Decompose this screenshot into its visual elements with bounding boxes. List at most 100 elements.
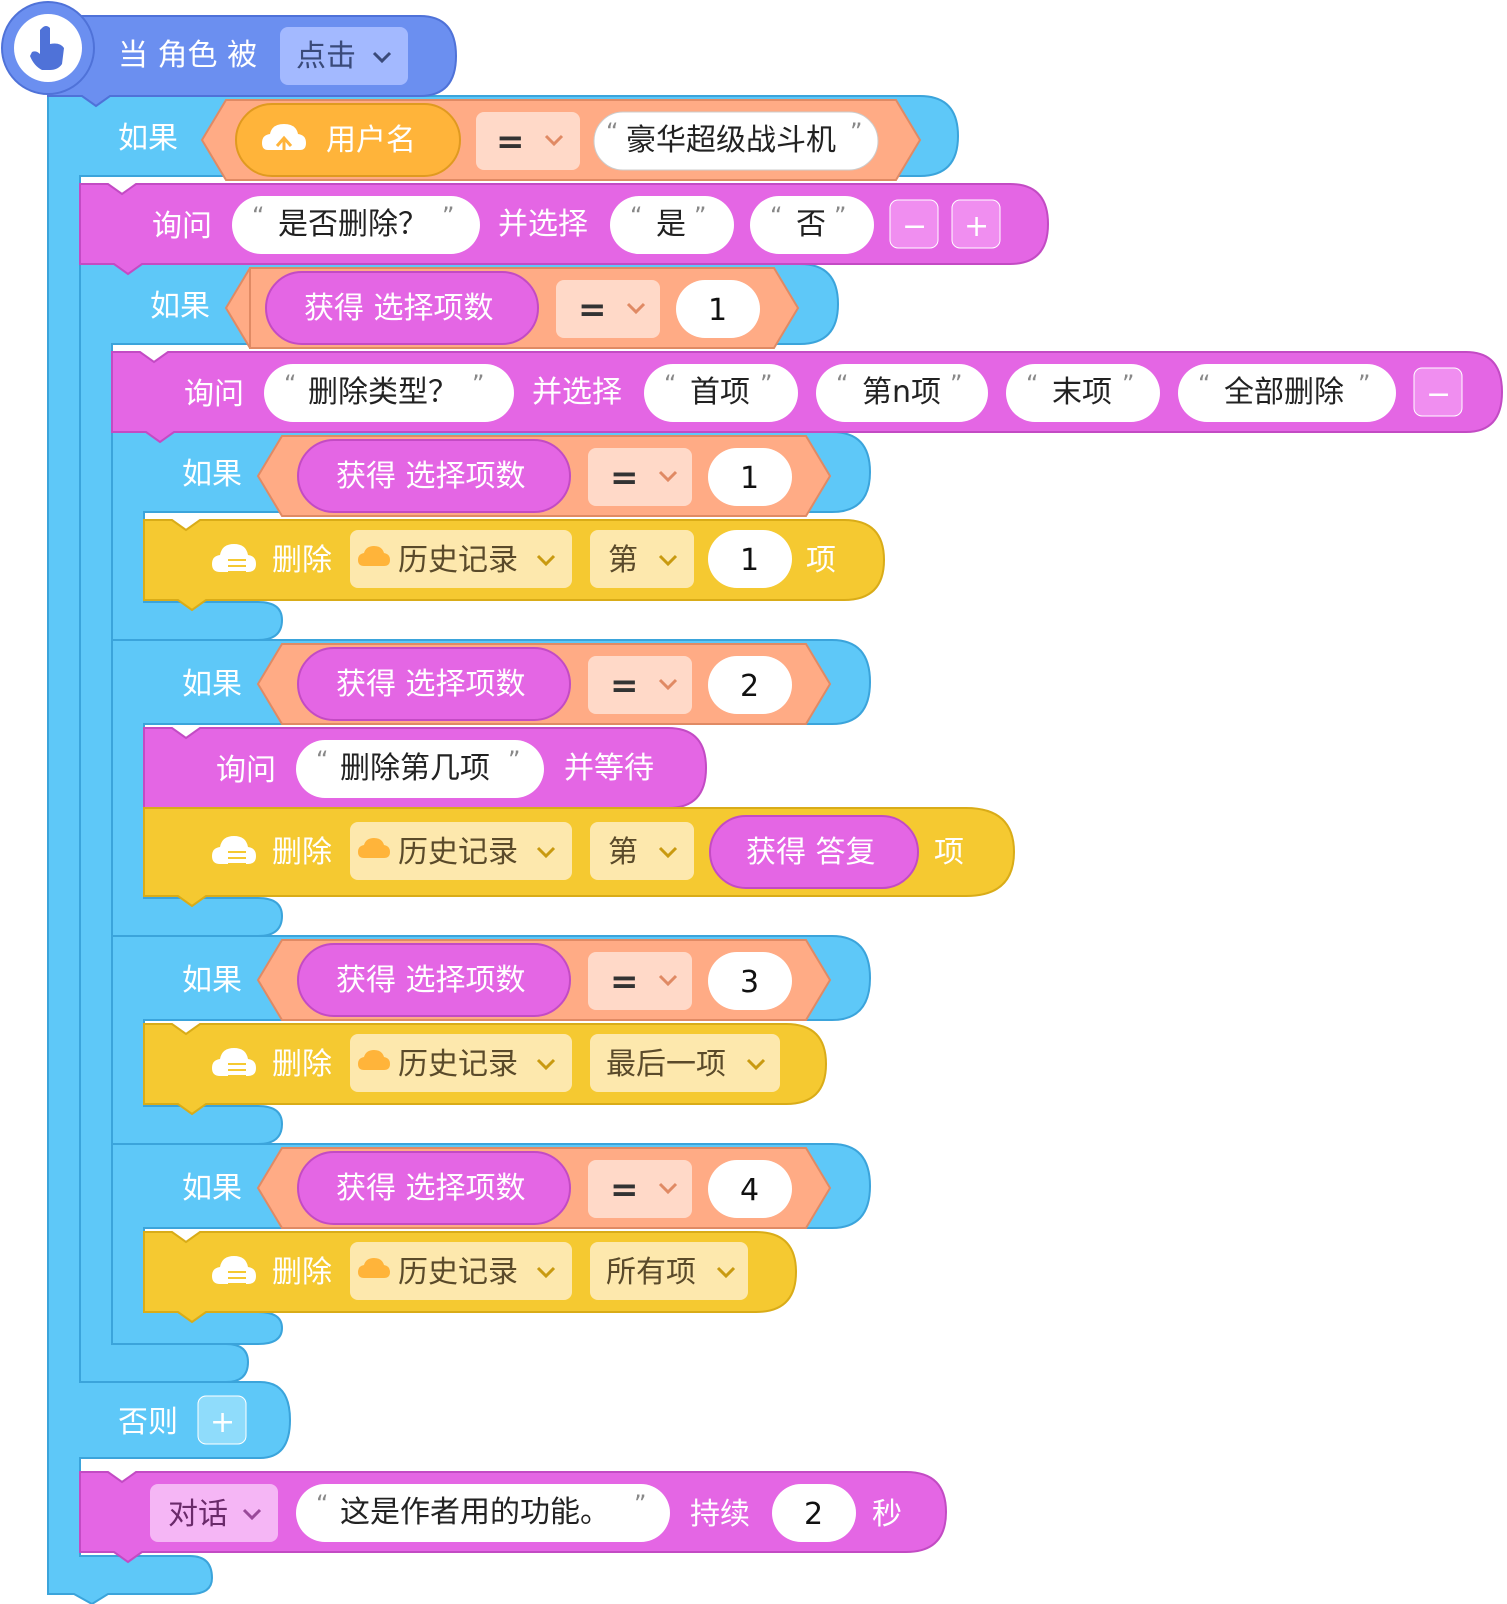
ask1-remove-option-button[interactable] (889, 199, 939, 249)
del1-list-dropdown[interactable] (350, 530, 572, 588)
chevron-down-icon (536, 846, 556, 859)
svg-text:+: + (964, 209, 989, 244)
if1-value: 豪华超级战斗机 (626, 123, 836, 158)
if1-variable-label: 用户名 (326, 123, 416, 158)
event-trigger-dropdown[interactable] (280, 27, 408, 85)
say-text-input[interactable] (296, 1484, 670, 1542)
ask3-question-input[interactable] (296, 740, 544, 798)
ask1-question-input[interactable] (232, 196, 480, 254)
username-variable[interactable] (235, 103, 461, 177)
chevron-down-icon (658, 974, 678, 987)
svg-text:”: ” (1358, 370, 1370, 398)
hand-pointer-icon-glyph (30, 26, 64, 70)
svg-text:1: 1 (740, 543, 759, 578)
if4-value-input[interactable] (708, 656, 792, 714)
del4-mode-dropdown[interactable] (590, 1242, 748, 1300)
else-label: 否则 (118, 1405, 178, 1440)
if5-reporter[interactable] (297, 943, 571, 1017)
ask2-question: 删除类型？ (308, 375, 458, 410)
svg-text:3: 3 (740, 965, 759, 1000)
svg-text:“: “ (664, 370, 676, 398)
del3-list-dropdown[interactable] (350, 1034, 572, 1092)
svg-text:历史记录: 历史记录 (398, 835, 518, 870)
if2-value: 1 (708, 293, 727, 328)
ask1-option-1-input[interactable] (610, 196, 734, 254)
if1-operator-dropdown[interactable] (476, 112, 580, 170)
ask2-option-1: 首项 (690, 375, 750, 410)
ask2-option-4: 全部删除 (1224, 375, 1344, 410)
if3-operator-dropdown[interactable] (588, 448, 692, 506)
ask1-add-option-button[interactable] (951, 199, 1001, 249)
ask1-label: 询问 (152, 209, 212, 244)
svg-text:−: − (902, 209, 927, 244)
chevron-down-icon (536, 1058, 556, 1071)
if3-reporter[interactable] (297, 439, 571, 513)
svg-text:2: 2 (804, 1497, 823, 1532)
chevron-down-icon (658, 554, 678, 567)
svg-text:项: 项 (806, 543, 836, 578)
if6-operator-dropdown[interactable] (588, 1160, 692, 1218)
ask1-option-2-input[interactable] (750, 196, 874, 254)
ask2-option-3-input[interactable] (1006, 364, 1160, 422)
chevron-down-icon (658, 470, 678, 483)
if4-operator-dropdown[interactable] (588, 656, 692, 714)
event-trigger-value: 点击 (296, 39, 356, 74)
ask2-option-2-input[interactable] (816, 364, 988, 422)
if5-value-input[interactable] (708, 952, 792, 1010)
del2-answer-reporter[interactable] (709, 815, 919, 889)
say-seconds-input[interactable] (772, 1484, 856, 1542)
svg-text:2: 2 (740, 669, 759, 704)
del2-list-dropdown[interactable] (350, 822, 572, 880)
chevron-down-icon (746, 1058, 766, 1071)
ask3-question: 删除第几项 (340, 751, 490, 786)
del4-list-dropdown[interactable] (350, 1242, 572, 1300)
ask2-option-3: 末项 (1052, 375, 1112, 410)
if2-reporter[interactable] (265, 271, 539, 345)
cloud-variable-icon (358, 1258, 390, 1278)
svg-text:获得 选择项数: 获得 选择项数 (336, 459, 526, 494)
svg-text:=: = (610, 458, 639, 498)
if6-value-input[interactable] (708, 1160, 792, 1218)
svg-text:”: ” (834, 202, 846, 230)
if1-value-input[interactable] (593, 111, 879, 171)
cloud-variable-icon (358, 1050, 390, 1070)
ask1-middle-label: 并选择 (498, 207, 588, 242)
ask1-option-1: 是 (656, 207, 686, 242)
if2-value-input[interactable] (676, 280, 760, 338)
ask2-option-1-input[interactable] (644, 364, 798, 422)
if2-reporter-label: 获得 选择项数 (304, 291, 494, 326)
outer-if-block[interactable] (47, 95, 960, 1604)
cloud-variable-icon (358, 838, 390, 858)
if2-block[interactable] (79, 263, 840, 1383)
del3-mode-dropdown[interactable] (590, 1034, 780, 1092)
svg-text:持续: 持续 (690, 1497, 750, 1532)
if3-value-input[interactable] (708, 448, 792, 506)
del1-mode-dropdown[interactable] (590, 530, 694, 588)
ask2-remove-option-button[interactable] (1413, 367, 1463, 417)
if5-label: 如果 (182, 963, 242, 998)
ask2-question-input[interactable] (264, 364, 514, 422)
if5-operator-dropdown[interactable] (588, 952, 692, 1010)
if2-operator-dropdown[interactable] (556, 280, 660, 338)
del2-mode-dropdown[interactable] (590, 822, 694, 880)
if2-label: 如果 (150, 289, 210, 324)
svg-text:“: “ (284, 370, 296, 398)
else-add-button[interactable] (197, 1395, 247, 1445)
del1-index-input[interactable] (708, 530, 792, 588)
svg-text:删除: 删除 (272, 543, 332, 578)
say-mode-dropdown[interactable] (150, 1484, 278, 1542)
if1-operator: = (496, 122, 525, 162)
svg-text:”: ” (508, 746, 520, 774)
svg-text:”: ” (760, 370, 772, 398)
cloud-list-icon (212, 1256, 256, 1285)
if6-reporter[interactable] (297, 1151, 571, 1225)
svg-text:”: ” (634, 1490, 646, 1518)
if4-reporter[interactable] (297, 647, 571, 721)
svg-text:历史记录: 历史记录 (398, 1047, 518, 1082)
svg-text:“: “ (836, 370, 848, 398)
svg-text:=: = (610, 666, 639, 706)
event-label: 当 角色 被 (118, 38, 257, 73)
svg-text:”: ” (850, 118, 862, 146)
ask3-label: 询问 (216, 753, 276, 788)
ask2-option-4-input[interactable] (1178, 364, 1396, 422)
